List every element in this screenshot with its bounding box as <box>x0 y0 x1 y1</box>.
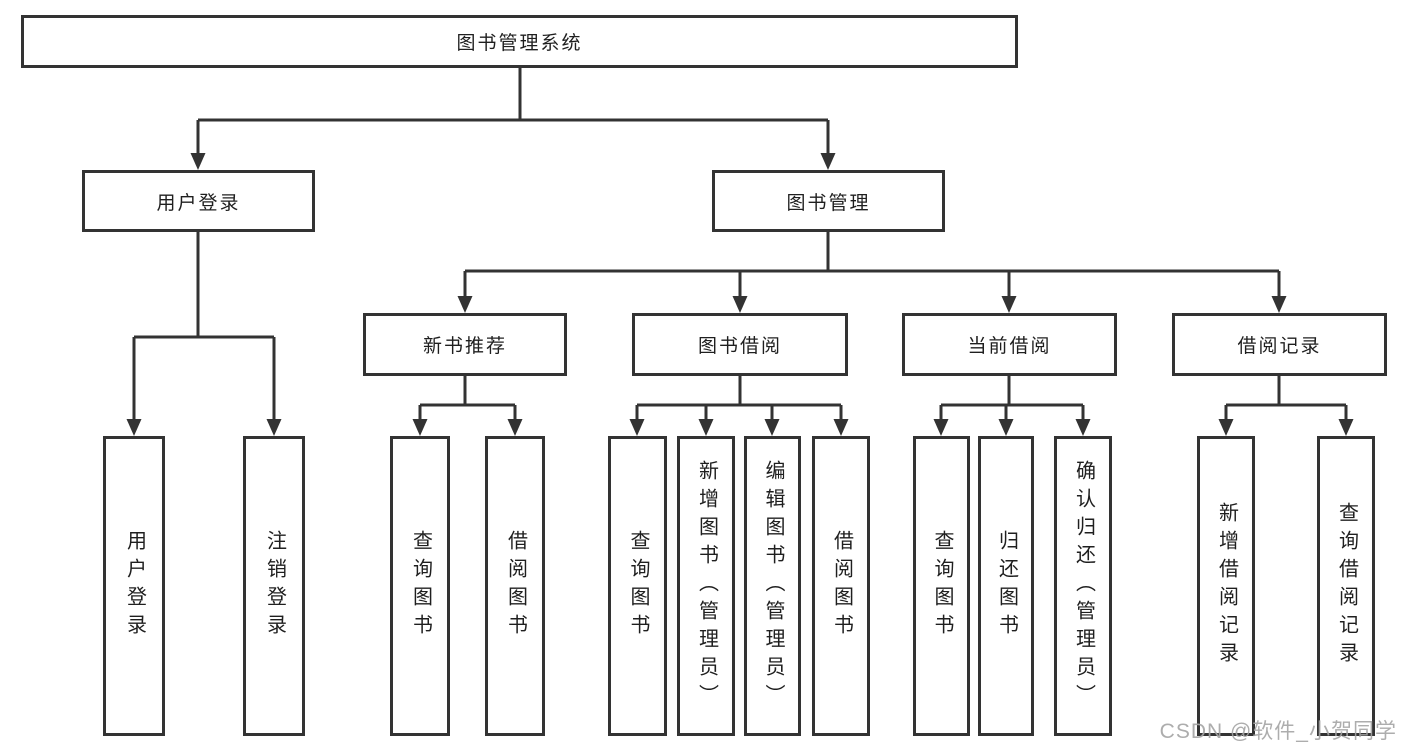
leaf-bb-query-books-label: 查询图书 <box>627 530 649 642</box>
leaf-bb-edit-books-admin-label: 编辑图书（管理员） <box>762 460 784 712</box>
node-borrowing-records-label: 借阅记录 <box>1237 336 1322 357</box>
leaf-cb-confirm-return-admin-label: 确认归还（管理员） <box>1072 460 1095 712</box>
leaf-br-query-borrow-record: 查询借阅记录 <box>1317 436 1375 736</box>
node-user-login-label: 用户登录 <box>156 192 241 214</box>
watermark: CSDN @软件_小贺同学 <box>1159 720 1397 743</box>
node-borrowing-records: 借阅记录 <box>1172 313 1387 376</box>
leaf-cb-query-books-label: 查询图书 <box>931 530 953 642</box>
leaf-cb-return-books: 归还图书 <box>978 436 1034 736</box>
leaf-nb-borrow-books: 借阅图书 <box>485 436 545 736</box>
leaf-user-login: 用户登录 <box>103 436 165 736</box>
leaf-nb-borrow-books-label: 借阅图书 <box>504 530 527 642</box>
leaf-cb-query-books: 查询图书 <box>913 436 970 736</box>
node-current-borrowing: 当前借阅 <box>902 313 1117 376</box>
leaf-cb-confirm-return-admin: 确认归还（管理员） <box>1054 436 1112 736</box>
leaf-bb-query-books: 查询图书 <box>608 436 667 736</box>
node-new-book-recommendation-label: 新书推荐 <box>422 336 507 357</box>
leaf-cb-return-books-label: 归还图书 <box>995 530 1018 642</box>
connector-path <box>132 68 1348 421</box>
leaf-bb-edit-books-admin: 编辑图书（管理员） <box>744 436 801 736</box>
node-root-system: 图书管理系统 <box>21 15 1018 68</box>
node-root-label: 图书管理系统 <box>456 33 583 54</box>
leaf-br-query-borrow-record-label: 查询借阅记录 <box>1335 502 1358 670</box>
node-book-borrowing: 图书借阅 <box>632 313 848 376</box>
leaf-bb-add-books-admin-label: 新增图书（管理员） <box>695 460 718 712</box>
node-book-management-label: 图书管理 <box>786 192 871 214</box>
leaf-nb-query-books: 查询图书 <box>390 436 450 736</box>
leaf-br-add-borrow-record-label: 新增借阅记录 <box>1215 502 1238 670</box>
arrowhead-icons <box>126 153 1354 436</box>
leaf-bb-add-books-admin: 新增图书（管理员） <box>677 436 735 736</box>
leaf-nb-query-books-label: 查询图书 <box>409 530 432 642</box>
leaf-bb-borrow-books: 借阅图书 <box>812 436 870 736</box>
leaf-user-login-label: 用户登录 <box>123 530 146 642</box>
node-user-login: 用户登录 <box>82 170 315 232</box>
node-book-management: 图书管理 <box>712 170 945 232</box>
leaf-logout-label: 注销登录 <box>263 530 286 642</box>
node-new-book-recommendation: 新书推荐 <box>363 313 567 376</box>
leaf-br-add-borrow-record: 新增借阅记录 <box>1197 436 1255 736</box>
leaf-logout: 注销登录 <box>243 436 305 736</box>
node-book-borrowing-label: 图书借阅 <box>697 336 782 357</box>
leaf-bb-borrow-books-label: 借阅图书 <box>830 530 853 642</box>
node-current-borrowing-label: 当前借阅 <box>967 336 1052 357</box>
